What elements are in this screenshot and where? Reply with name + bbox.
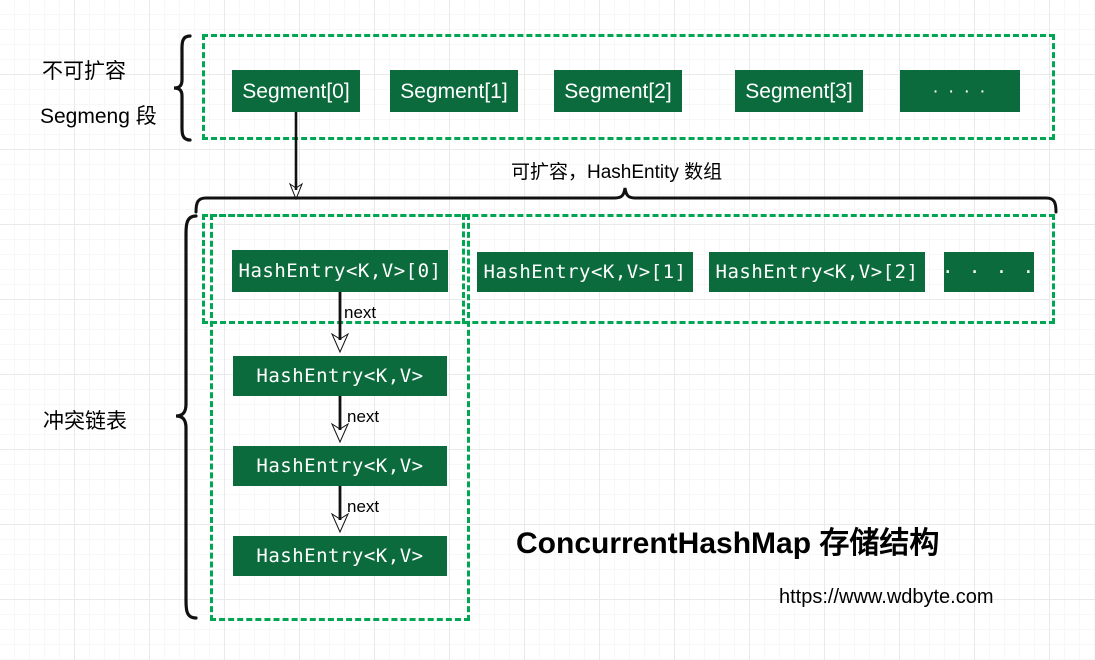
segment-group-label-line1: 不可扩容 xyxy=(42,60,126,83)
chain-node-2[interactable]: HashEntry<K,V> xyxy=(233,536,447,576)
next-label-3: next xyxy=(347,497,380,516)
hash-entry-box-2[interactable]: HashEntry<K,V>[2] xyxy=(709,252,925,292)
hash-entry-array-brace xyxy=(194,187,1058,214)
segment-box-ellipsis: · · · · xyxy=(900,70,1020,112)
hash-entry-box-0[interactable]: HashEntry<K,V>[0] xyxy=(232,250,448,292)
hash-entry-array-region xyxy=(202,214,1055,324)
segment-box-1[interactable]: Segment[1] xyxy=(390,70,518,112)
chain-group-label: 冲突链表 xyxy=(43,410,127,433)
source-url: https://www.wdbyte.com xyxy=(779,586,994,608)
hash-entry-box-1[interactable]: HashEntry<K,V>[1] xyxy=(477,252,693,292)
segment-box-2[interactable]: Segment[2] xyxy=(554,70,682,112)
next-label-2: next xyxy=(347,407,380,426)
page-title: ConcurrentHashMap 存储结构 xyxy=(516,527,940,560)
segment-box-3[interactable]: Segment[3] xyxy=(735,70,863,112)
chain-node-1[interactable]: HashEntry<K,V> xyxy=(233,446,447,486)
bucket-separator-line xyxy=(462,214,465,324)
chain-group-brace xyxy=(175,214,198,620)
segment-to-array-arrow-head xyxy=(288,182,304,201)
next-label-1: next xyxy=(344,303,377,322)
collision-chain-region xyxy=(210,214,470,621)
segment-group-label-line2: Segmeng 段 xyxy=(40,105,157,128)
segment-array-region xyxy=(202,34,1055,140)
hash-entry-box-ellipsis: · · · · xyxy=(942,252,1034,292)
segment-box-0[interactable]: Segment[0] xyxy=(232,70,360,112)
chain-node-0[interactable]: HashEntry<K,V> xyxy=(233,356,447,396)
segment-group-brace xyxy=(173,34,192,142)
array-caption: 可扩容，HashEntity 数组 xyxy=(511,162,723,183)
